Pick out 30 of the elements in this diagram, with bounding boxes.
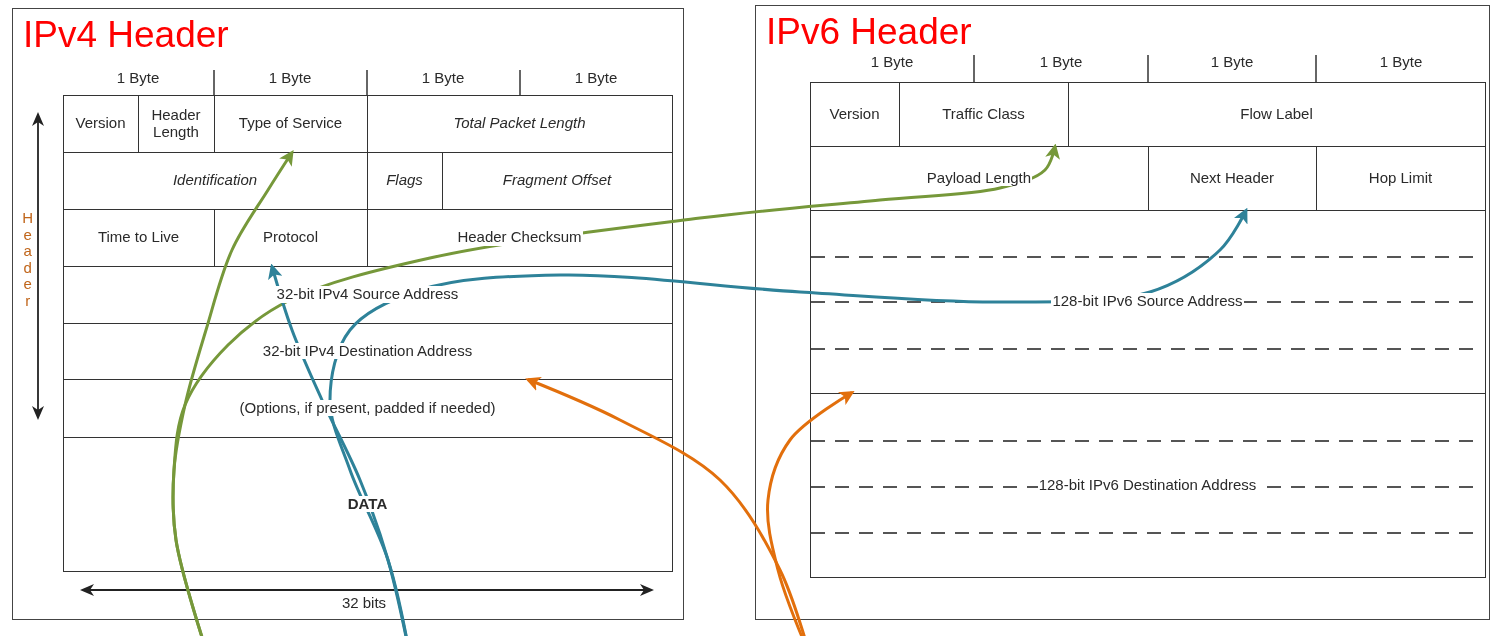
field-label: 32-bit IPv4 Source Address bbox=[275, 286, 460, 303]
header-field bbox=[1067, 81, 1486, 147]
field-label: DATA bbox=[346, 495, 389, 513]
panel-title: IPv4 Header bbox=[22, 15, 230, 56]
field-label: (Options, if present, padded if needed) bbox=[238, 399, 497, 417]
header-field bbox=[62, 436, 673, 572]
header-field bbox=[62, 378, 673, 438]
header-field bbox=[366, 94, 673, 153]
header-panel bbox=[12, 8, 684, 620]
curved-arrow bbox=[766, 390, 855, 636]
panel-title: IPv6 Header bbox=[765, 12, 973, 53]
field-label: Header Checksum bbox=[456, 229, 583, 246]
axis-label: Header bbox=[22, 210, 34, 309]
field-label: 32-bit IPv4 Destination Address bbox=[261, 342, 474, 360]
header-field bbox=[62, 322, 673, 380]
field-label: Payload Length bbox=[925, 169, 1033, 187]
header-field bbox=[809, 209, 1486, 394]
field-label: Type of Service bbox=[237, 115, 344, 132]
header-field bbox=[62, 265, 673, 324]
curved-arrow bbox=[328, 207, 1248, 636]
field-label: Fragment Offset bbox=[501, 172, 613, 189]
field-label: Total Packet Length bbox=[452, 115, 587, 132]
header-panel bbox=[755, 5, 1490, 620]
curved-arrow bbox=[171, 143, 1060, 636]
byte-label: 32 bits bbox=[341, 594, 387, 611]
header-field bbox=[62, 94, 139, 153]
header-field bbox=[809, 81, 900, 147]
field-label: Flags bbox=[385, 172, 424, 189]
field-label: Hop Limit bbox=[1367, 169, 1434, 187]
header-field bbox=[809, 392, 1486, 578]
